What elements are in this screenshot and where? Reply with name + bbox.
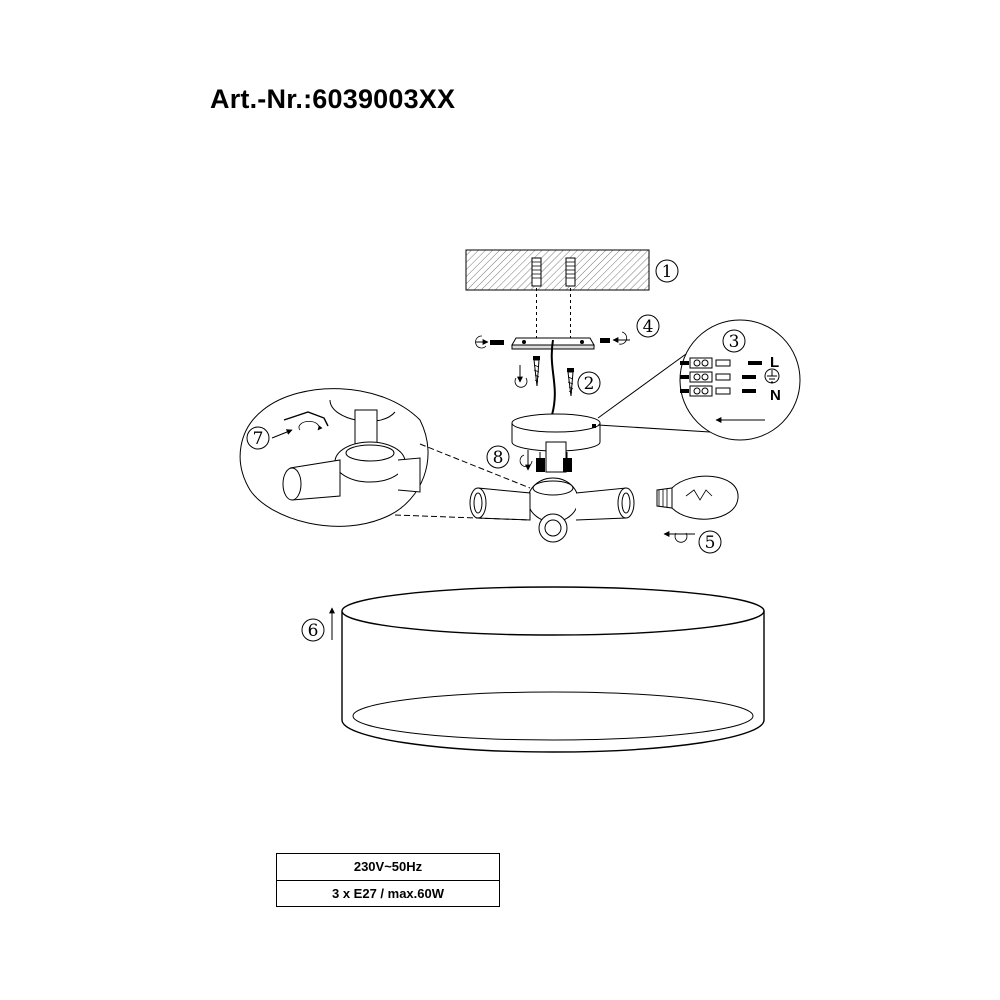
svg-text:2: 2 xyxy=(584,374,595,394)
bayonet-detail xyxy=(239,388,531,527)
supply-cable xyxy=(550,339,556,416)
bracket-screw-left xyxy=(475,335,504,349)
ceiling-screw-right xyxy=(567,368,574,397)
wall-dowel-right xyxy=(565,257,576,338)
step-6: 6 xyxy=(301,618,325,642)
wall-dowel-left xyxy=(531,257,542,338)
wire-label-neutral: N xyxy=(770,387,781,404)
step-1: 1 xyxy=(655,259,679,283)
lamp-holder-front xyxy=(538,513,568,543)
step-3: 3 xyxy=(722,329,746,353)
spec-bulbs: 3 x E27 / max.60W xyxy=(277,880,499,907)
ground-icon xyxy=(764,368,780,384)
lamp-holder-assembly xyxy=(469,441,635,543)
svg-text:5: 5 xyxy=(705,533,716,553)
step-8: 8 xyxy=(486,445,510,469)
lamp-shade xyxy=(329,586,765,753)
svg-text:6: 6 xyxy=(308,621,319,641)
spec-voltage: 230V~50Hz xyxy=(353,859,423,874)
svg-text:4: 4 xyxy=(643,317,654,337)
fixing-screw-right xyxy=(563,452,572,472)
bracket-screw-right xyxy=(600,331,630,345)
svg-text:8: 8 xyxy=(493,448,504,468)
step-7: 7 xyxy=(246,426,270,450)
terminal-block-top xyxy=(680,357,762,369)
svg-text:3: 3 xyxy=(729,332,740,352)
ceiling-canopy xyxy=(511,413,601,452)
ceiling-section xyxy=(465,249,650,338)
article-number-title: Art.-Nr.:6039003XX xyxy=(210,84,456,114)
wiring-detail: L N xyxy=(597,319,801,441)
lamp-holder-left xyxy=(469,487,531,521)
svg-text:7: 7 xyxy=(253,429,264,449)
ceiling-screw-left xyxy=(514,356,540,388)
wire-label-live: L xyxy=(770,354,779,371)
terminal-block-middle xyxy=(680,371,756,383)
light-bulb-icon xyxy=(656,475,739,543)
step-4: 4 xyxy=(636,314,660,338)
step-5: 5 xyxy=(698,530,722,554)
electrical-spec-box: 230V~50Hz 3 x E27 / max.60W xyxy=(276,853,500,907)
svg-text:1: 1 xyxy=(662,262,673,282)
fixing-screw-left xyxy=(536,452,545,472)
step-2: 2 xyxy=(577,371,601,395)
terminal-block-bottom xyxy=(680,385,756,397)
lamp-holder-right xyxy=(575,487,635,521)
